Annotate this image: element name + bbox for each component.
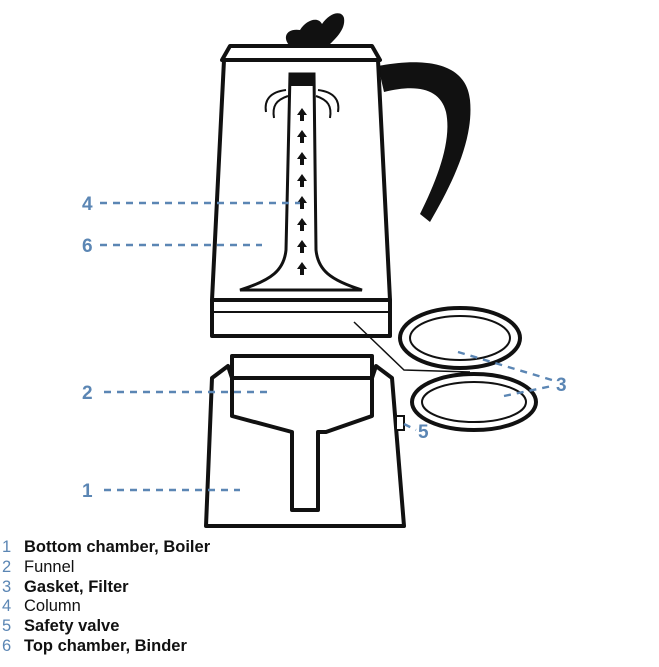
steam-right — [315, 89, 340, 119]
lid — [220, 44, 382, 62]
binder — [210, 298, 392, 338]
callout-1: 1 — [82, 481, 93, 502]
lid-knob — [285, 13, 345, 46]
callout-3: 3 — [556, 375, 567, 396]
legend-number: 6 — [2, 636, 12, 655]
gasket-lower — [410, 372, 538, 432]
legend-text: Funnel — [24, 557, 75, 576]
legend-item-5: 5 Safety valve — [2, 617, 210, 637]
legend-text: Safety valve — [24, 617, 120, 636]
legend-text: Bottom chamber, Boiler — [24, 538, 211, 556]
safety-valve — [395, 415, 405, 431]
legend: 1 Bottom chamber, Boiler 2 Funnel 3 Gasket,… — [2, 538, 210, 657]
callout-4: 4 — [82, 194, 93, 215]
legend-number: 5 — [2, 617, 12, 636]
legend-text: Column — [24, 597, 81, 616]
funnel — [230, 354, 374, 512]
legend-item-4: 4 Column — [2, 597, 210, 617]
flow-arrows — [297, 108, 307, 275]
legend-item-3: 3 Gasket, Filter — [2, 578, 210, 598]
bottom-chamber — [204, 364, 406, 528]
legend-text: Top chamber, Binder — [24, 636, 187, 655]
gasket-pointer — [353, 321, 471, 373]
column-cap — [290, 74, 314, 86]
legend-item-6: 6 Top chamber, Binder — [2, 637, 210, 657]
legend-number: 2 — [2, 557, 12, 576]
gasket-upper-inner — [409, 315, 511, 361]
handle — [378, 62, 471, 222]
callout-leaders — [100, 201, 553, 492]
callout-5: 5 — [418, 422, 429, 443]
gasket-lower-inner — [421, 381, 527, 423]
legend-number: 4 — [2, 597, 12, 616]
legend-text: Gasket, Filter — [24, 577, 129, 596]
legend-item-1: 1 Bottom chamber, Boiler — [2, 538, 210, 558]
moka-pot-diagram: 4 6 2 1 3 5 — [82, 13, 567, 528]
callout-6: 6 — [82, 236, 93, 257]
legend-number: 3 — [2, 577, 12, 596]
gasket-upper — [398, 306, 522, 370]
callout-2: 2 — [82, 383, 93, 404]
steam-left — [264, 89, 289, 119]
legend-number: 1 — [2, 538, 12, 556]
legend-item-2: 2 Funnel — [2, 558, 210, 578]
